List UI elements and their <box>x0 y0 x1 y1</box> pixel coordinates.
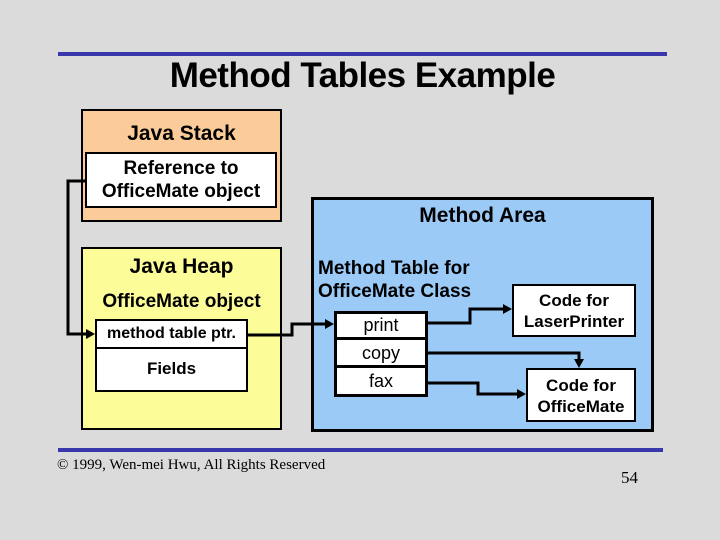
code-office-line-2: OfficeMate <box>537 397 625 416</box>
method-table-row-print: print <box>363 315 399 335</box>
method-area-box: Method Area Method Table for OfficeMate … <box>311 197 654 432</box>
code-laser-line-1: Code for <box>539 291 609 310</box>
code-for-laserprinter-box: Code for LaserPrinter <box>512 284 636 337</box>
code-office-line-1: Code for <box>546 376 616 395</box>
method-table-ptr-box: method table ptr. <box>95 319 248 349</box>
method-table-label-line-1: Method Table for <box>318 258 470 279</box>
method-table: print copy fax <box>334 311 428 397</box>
java-stack-box: Java Stack Reference to OfficeMate objec… <box>81 109 282 222</box>
bottom-accent-line <box>58 448 663 452</box>
java-heap-title: Java Heap <box>129 255 234 278</box>
method-table-label-line-2: OfficeMate Class <box>318 281 472 302</box>
java-heap-box: Java Heap OfficeMate object method table… <box>81 247 282 430</box>
heap-object-record: method table ptr. Fields <box>95 319 248 392</box>
method-table-row-fax: fax <box>337 365 425 394</box>
method-area-title: Method Area <box>419 204 546 227</box>
method-table-label: Method Table for OfficeMate Class <box>318 257 471 303</box>
heap-object-label: OfficeMate object <box>102 291 261 312</box>
code-for-officemate-box: Code for OfficeMate <box>526 368 636 422</box>
page-number: 54 <box>621 468 638 487</box>
method-table-row-copy: copy <box>337 337 425 365</box>
java-stack-title: Java Stack <box>127 122 236 145</box>
reference-box: Reference to OfficeMate object <box>85 152 277 208</box>
reference-line-1: Reference to <box>123 158 239 179</box>
top-accent-line <box>58 52 667 56</box>
reference-line-2: OfficeMate object <box>101 181 261 202</box>
footer-copyright: © 1999, Wen-mei Hwu, All Rights Reserved <box>57 457 326 473</box>
slide-title: Method Tables Example <box>169 56 556 95</box>
fields-box: Fields <box>95 347 248 392</box>
code-laser-line-2: LaserPrinter <box>523 312 625 331</box>
